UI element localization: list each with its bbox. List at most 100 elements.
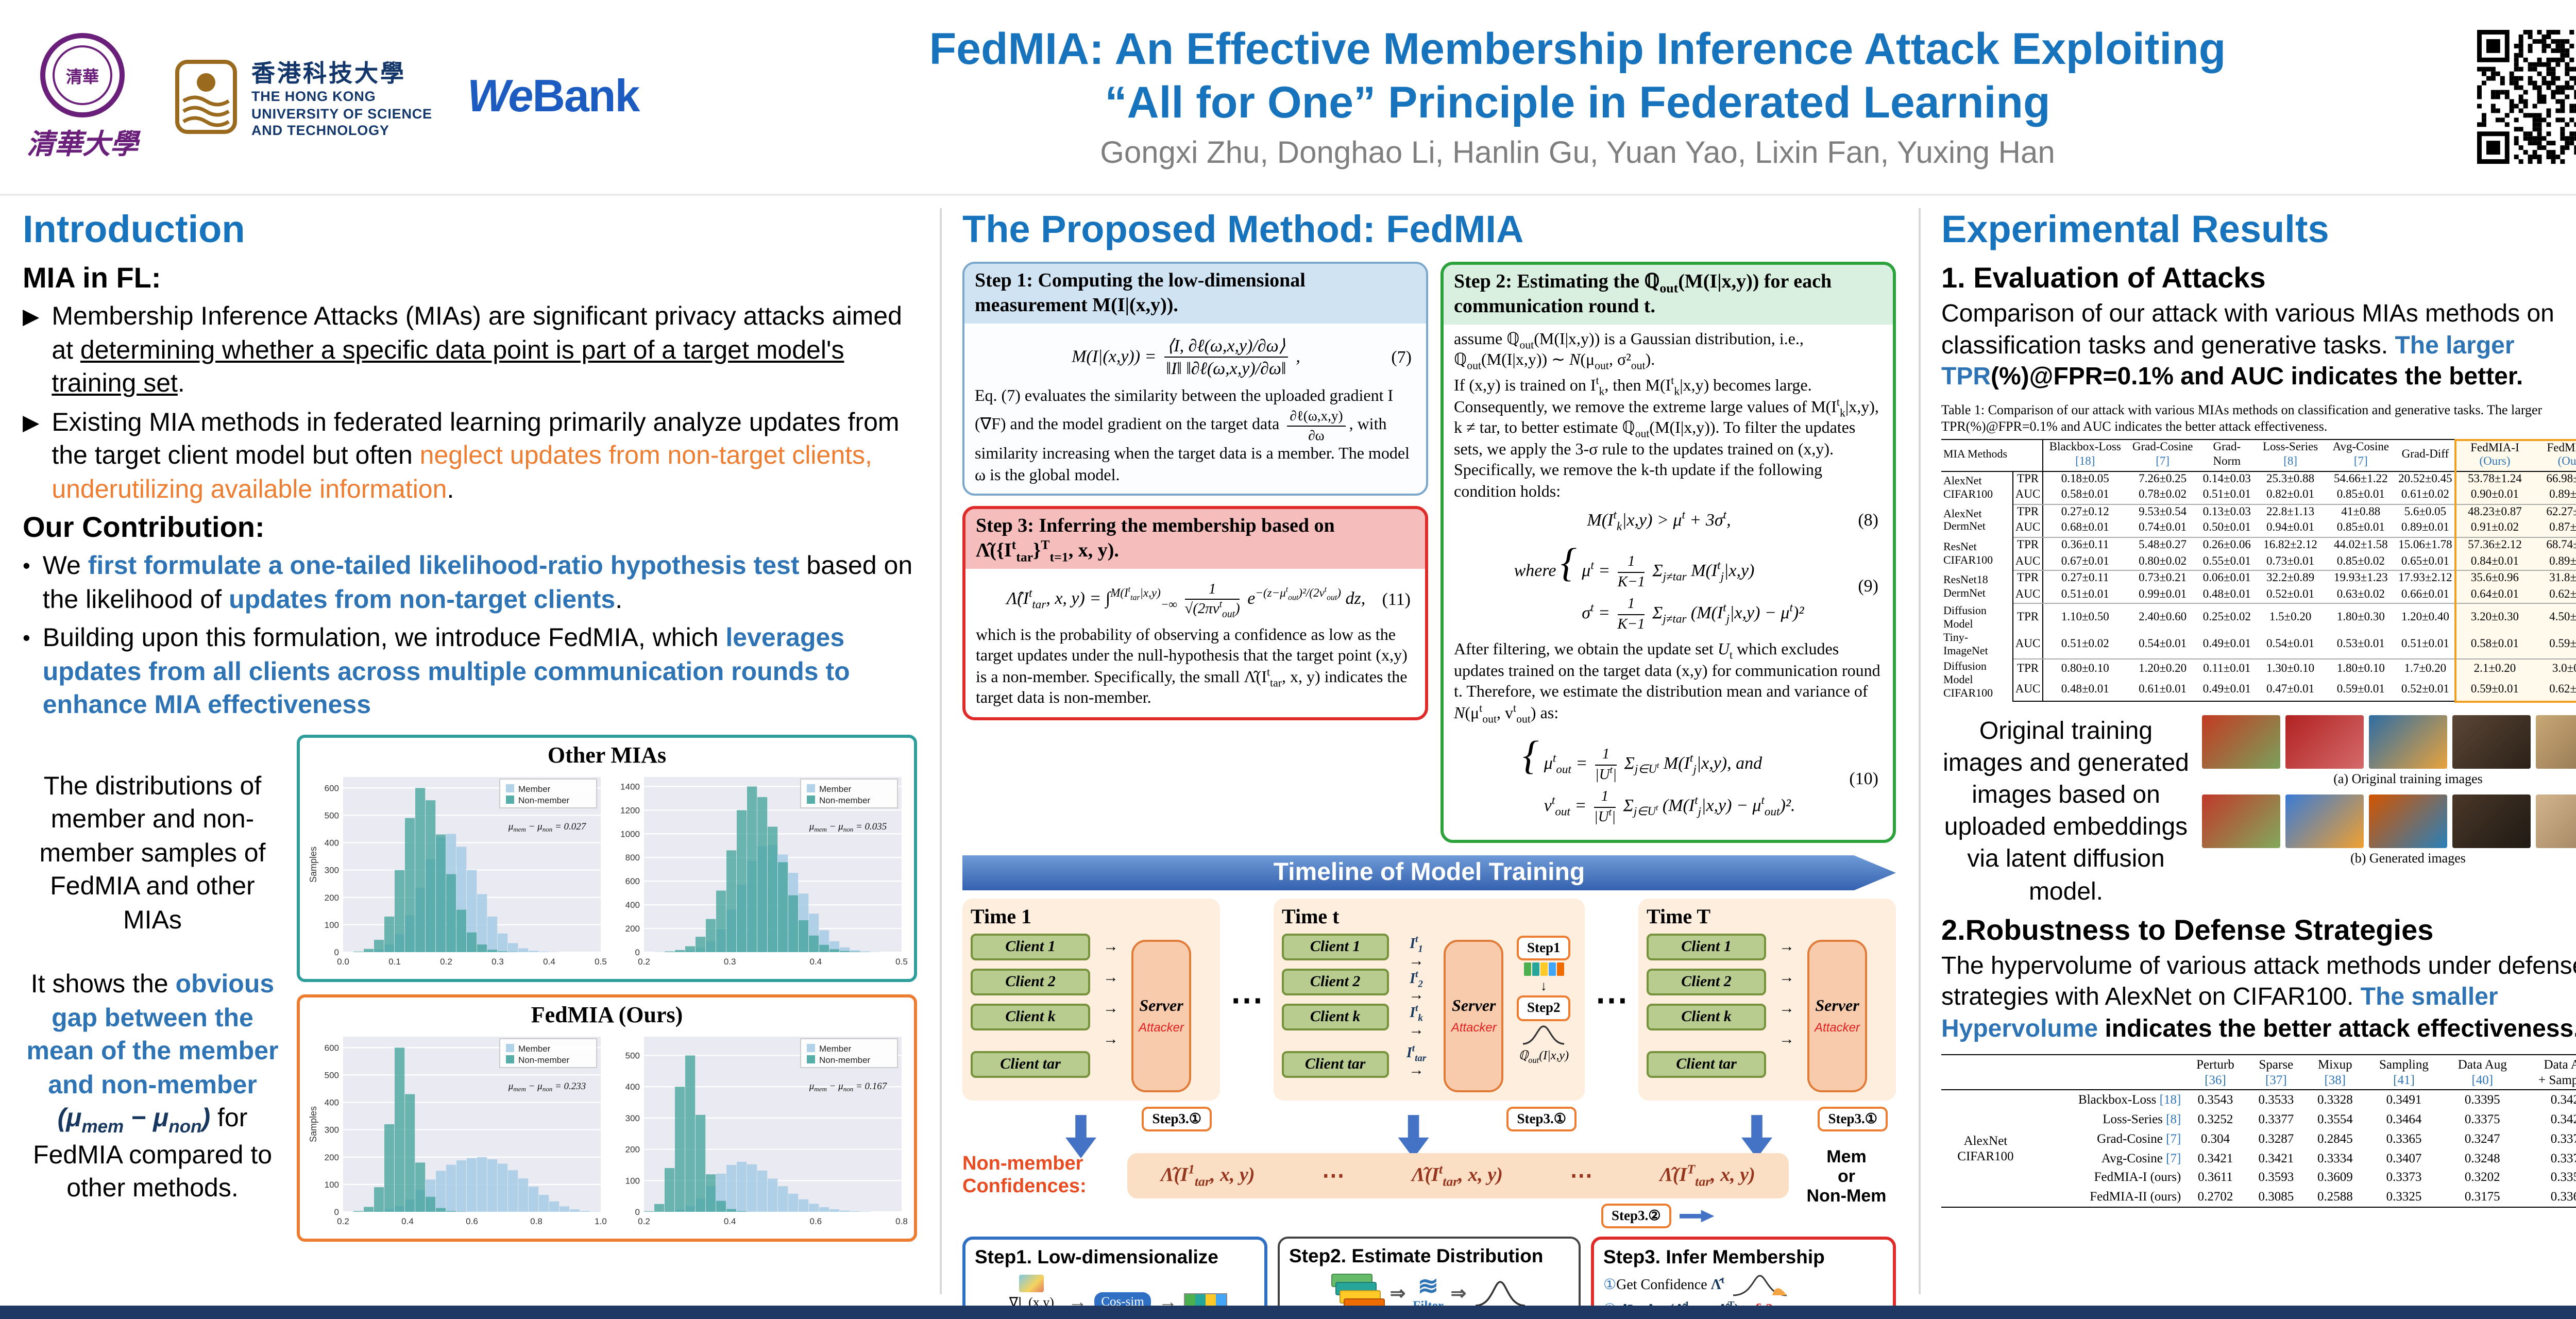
table2-column-header: Sampling[41] [2364,1054,2444,1091]
table1-value-cell: 0.90±0.01 [2454,487,2534,505]
client-2-box: Client 2 [971,969,1090,996]
equation-11-tag: (11) [1382,589,1411,609]
timeT-label: Time T [1647,906,1711,929]
defense-hypervolume-table: Perturb[36]Sparse[37]Mixup[38]Sampling[4… [1941,1054,2576,1208]
step3-title: Step 3: Inferring the membership based o… [965,509,1425,569]
table1-value-cell: 1.80±0.10 [2336,663,2385,675]
sample-image-tile [2452,715,2531,769]
table1-metric-cell: AUC [2012,631,2044,660]
table2-value-cell: 0.3543 [2197,1092,2233,1107]
table1-value-cell: 0.53±0.01 [2325,631,2397,660]
timet-clients: Client 1 Client 2 Client k Client tar [1282,934,1389,1078]
table1-value-cell: 0.85±0.01 [2325,487,2397,505]
table1-column-header: Loss-Series [8] [2255,439,2326,472]
equation-8-expr: M(Itk|x,y) > μt + 3σt, [1587,509,1731,534]
svg-text:Member: Member [518,1043,551,1053]
svg-text:0: 0 [334,1207,339,1216]
table1-column-header: Blackbox-Loss [18] [2043,439,2127,472]
table1-metric-cell: TPR [2012,471,2044,488]
svg-text:0.2: 0.2 [638,956,650,966]
text-segment: − μ [124,1104,169,1132]
flow-arrow-icon: ⇒ [1450,1282,1467,1304]
table1-value-cell: 7.26±0.25 [2139,472,2187,485]
table1-value-cell: 66.98±1.74 [2533,471,2576,488]
svg-text:Samples: Samples [308,1106,318,1142]
equation-8-tag: (8) [1858,510,1878,530]
svg-text:Non-member: Non-member [518,795,570,805]
step2-box: Step 2: Estimating the ℚout(M(I|x,y)) fo… [1440,262,1896,843]
fedmia-title: FedMIA (Ours) [531,1001,683,1027]
table1-value-cell: 54.66±1.22 [2334,472,2388,485]
tsinghua-emblem-text: 清華 [53,45,112,105]
table1-caption: Table 1: Comparison of our attack with v… [1941,402,2543,434]
table1-value-cell: 0.89±0.02 [2533,487,2576,505]
sample-image-tile [2285,715,2364,769]
text-segment: first formulate a one-tailed likelihood-… [88,551,800,580]
svg-text:200: 200 [325,1152,339,1162]
svg-text:0: 0 [635,1207,640,1216]
sample-image-tile [2202,715,2280,769]
svg-text:400: 400 [325,838,339,848]
hkust-cn: 香港科技大學 [251,59,406,87]
table1-value-cell: 0.49±0.01 [2198,680,2256,702]
table1-value-cell: 0.14±0.03 [2202,472,2251,485]
hkust-emblem-icon [175,60,237,134]
text-segment: . [447,475,454,503]
svg-text:μmem − μnon = 0.233: μmem − μnon = 0.233 [508,1080,586,1092]
step2-estimate-text: After filtering, we obtain the update se… [1454,641,1880,725]
tsinghua-logo: 清華 清華大學 [27,32,138,161]
step3-1-badge: Step3.① [1142,1106,1212,1132]
table2-value-cell: 0.3287 [2258,1131,2294,1146]
table1-metric-cell: TPR [2012,570,2044,587]
hkust-text: 香港科技大學 THE HONG KONG UNIVERSITY OF SCIEN… [251,53,432,140]
table2-value-cell: 0.3379 [2550,1131,2576,1146]
svg-text:1200: 1200 [620,805,640,815]
results-column: Experimental Results 1. Evaluation of At… [1919,204,2576,1305]
sample-image-tile [2369,794,2447,848]
title-line-1: FedMIA: An Effective Membership Inferenc… [929,24,2226,74]
table2-method-cell: FedMIA-I (ours) [2094,1170,2181,1185]
time1-clients: Client 1 Client 2 Client k Client tar [971,934,1090,1078]
text-segment: (%)@FPR=0.1% and AUC indicates the bette… [1991,363,2523,391]
table2-method-cell: Avg-Cosine [7] [2101,1151,2181,1165]
table1-corner-header: MIA Methods [1941,439,2044,472]
svg-text:200: 200 [625,923,640,933]
table1-value-cell: 0.48±0.01 [2043,680,2127,702]
timeline-groups: Time 1 Client 1 Client 2 Client k Client… [962,899,1896,1159]
original-images-caption: (a) Original training images [2333,770,2483,786]
table2-value-cell: 0.2588 [2306,1187,2365,1208]
client-2-box: Client 2 [1647,969,1766,996]
equation-7-expr: M(I|(x,y)) = ⟨I, ∂ℓ(ω,x,y)/∂ω⟩‖I‖ ‖∂ℓ(ω,… [1072,335,1300,379]
step3-1-badge: Step3.① [1506,1106,1577,1132]
client-tar-box: Client tar [1647,1051,1766,1078]
text-segment: non [168,1116,202,1137]
svg-text:μmem − μnon = 0.027: μmem − μnon = 0.027 [508,821,587,833]
table1-value-cell: 0.50±0.01 [2198,520,2256,538]
introduction-heading: Introduction [23,208,245,250]
text-segment: leverages updates from all clients acros… [42,623,850,719]
table1-value-cell: 32.2±0.89 [2266,572,2315,585]
method-heading: The Proposed Method: FedMIA [962,208,1524,250]
table1-value-cell: 68.74±1.84 [2533,537,2576,554]
table1-value-cell: 0.62±0.01 [2533,680,2576,703]
table1-value-cell: 0.36±0.11 [2061,539,2109,552]
svg-text:Member: Member [819,1043,852,1053]
mini-step2-title: Step2. Estimate Distribution [1289,1245,1544,1267]
table1-column-header: Grad-Norm [2198,439,2256,472]
text-segment: mem [81,1116,124,1137]
text-segment: neglect updates from non-target clients,… [52,441,872,503]
method-column: The Proposed Method: FedMIA Step 1: Comp… [940,204,1919,1319]
diffusion-note: Original training images and generated i… [1943,717,2189,905]
table1-value-cell: 0.59±0.01 [2454,680,2534,703]
table1-value-cell: 16.82±2.12 [2263,539,2317,552]
title-block: FedMIA: An Effective Membership Inferenc… [686,22,2469,172]
equation-7: M(I|(x,y)) = ⟨I, ∂ℓ(ω,x,y)/∂ω⟩‖I‖ ‖∂ℓ(ω,… [975,334,1412,380]
